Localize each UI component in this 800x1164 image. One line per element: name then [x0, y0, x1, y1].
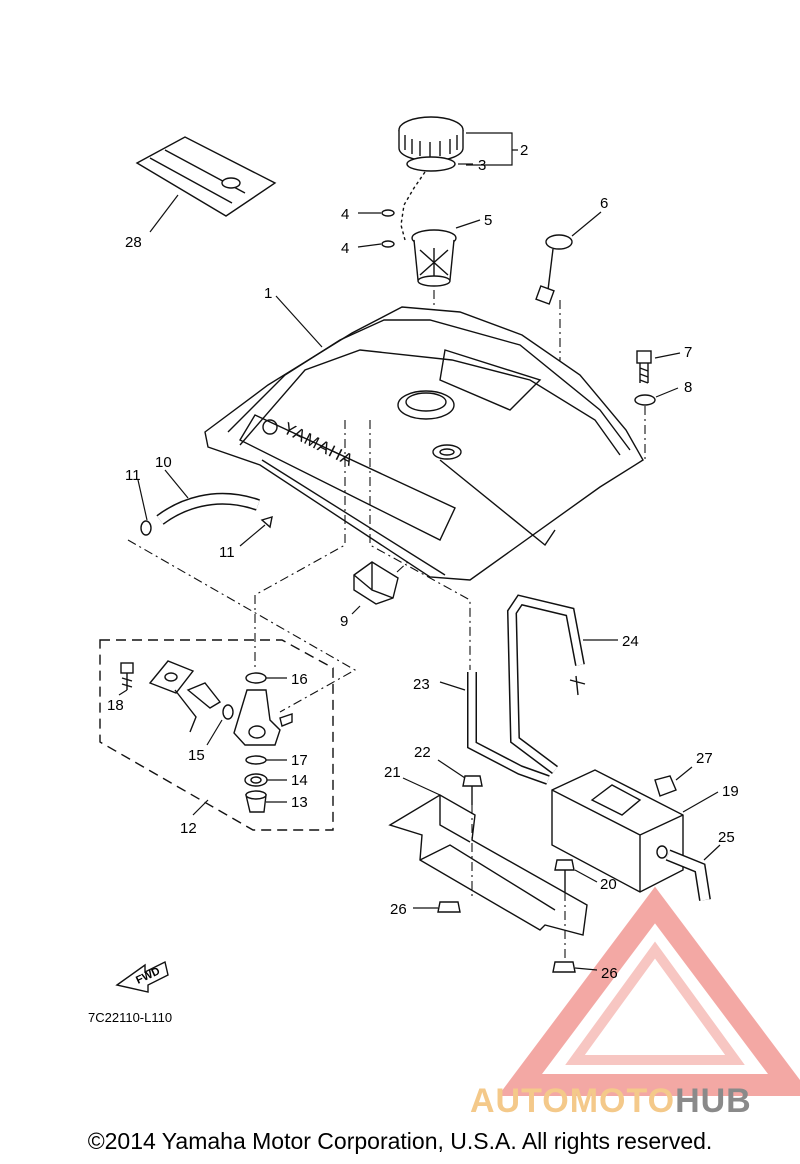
callout-6: 6 — [600, 195, 608, 212]
callout-25: 25 — [718, 829, 735, 846]
callout-20: 20 — [600, 876, 617, 893]
watermark-logo — [498, 886, 800, 1096]
callout-27: 27 — [696, 750, 713, 767]
callout-12: 12 — [180, 820, 197, 837]
part-8-washer — [634, 387, 679, 462]
callout-13: 13 — [291, 794, 308, 811]
part-fuel-cock-body — [233, 672, 293, 746]
callout-24: 24 — [622, 633, 639, 650]
callout-11b: 11 — [219, 544, 235, 561]
part-17-filter — [245, 755, 287, 765]
callout-7: 7 — [684, 344, 692, 361]
part-gasket-plate — [148, 660, 197, 733]
fwd-arrow: FWD — [115, 960, 169, 993]
part-2-fuel-cap — [398, 116, 518, 241]
part-26-nuts — [413, 901, 598, 973]
callout-17: 17 — [291, 752, 308, 769]
part-21-bracket — [388, 777, 588, 936]
callout-18: 18 — [107, 697, 124, 714]
callout-14: 14 — [291, 772, 308, 789]
part-12-fuel-cock-box — [99, 639, 334, 831]
part-4-washers — [357, 209, 395, 248]
diagram-code: 7C22110-L110 — [88, 1010, 172, 1025]
part-22-bolt — [437, 759, 483, 900]
callout-19: 19 — [722, 783, 739, 800]
part-27-clip — [654, 766, 693, 797]
watermark-text-part2: HUB — [675, 1082, 752, 1120]
part-24-hose — [506, 594, 618, 774]
callout-26b: 26 — [601, 965, 618, 982]
callout-2: 2 — [520, 142, 528, 159]
callout-16: 16 — [291, 671, 308, 688]
part-1-fuel-tank: YAMAHA — [204, 295, 644, 670]
watermark-text: AUTOMOTOHUB — [470, 1082, 752, 1120]
callout-5: 5 — [484, 212, 492, 229]
part-18-screw — [118, 662, 134, 696]
part-25-hose — [665, 844, 721, 901]
callout-8: 8 — [684, 379, 692, 396]
part-7-bolt — [636, 350, 681, 384]
part-28-label-sheet — [135, 136, 277, 233]
copyright-footer: ©2014 Yamaha Motor Corporation, U.S.A. A… — [87, 1128, 713, 1154]
part-10-hose — [156, 469, 260, 525]
part-13-cup — [245, 790, 287, 813]
callout-21: 21 — [384, 764, 401, 781]
part-15-oring — [186, 682, 234, 746]
callout-4a: 4 — [341, 206, 349, 223]
part-11-clips — [127, 479, 357, 713]
watermark-text-part1: AUTOMOTO — [470, 1082, 675, 1120]
callout-4b: 4 — [341, 240, 349, 257]
part-20-bolt — [554, 859, 598, 960]
callout-22: 22 — [414, 744, 431, 761]
part-5-strainer — [411, 219, 481, 400]
callout-11a: 11 — [125, 467, 141, 484]
callout-3: 3 — [478, 157, 486, 174]
part-19-canister — [551, 769, 719, 893]
callout-28: 28 — [125, 234, 142, 251]
callout-23: 23 — [413, 676, 430, 693]
part-23-hose — [439, 672, 550, 785]
callout-15: 15 — [188, 747, 205, 764]
part-9-bracket — [351, 559, 411, 615]
callout-10: 10 — [155, 454, 172, 471]
callout-9: 9 — [340, 613, 348, 630]
part-14-gasket — [244, 773, 287, 787]
callout-1: 1 — [264, 285, 272, 302]
callout-26a: 26 — [390, 901, 407, 918]
callout-labels: 1 2 3 4 4 5 6 7 8 9 10 11 11 12 13 14 15… — [107, 142, 739, 982]
